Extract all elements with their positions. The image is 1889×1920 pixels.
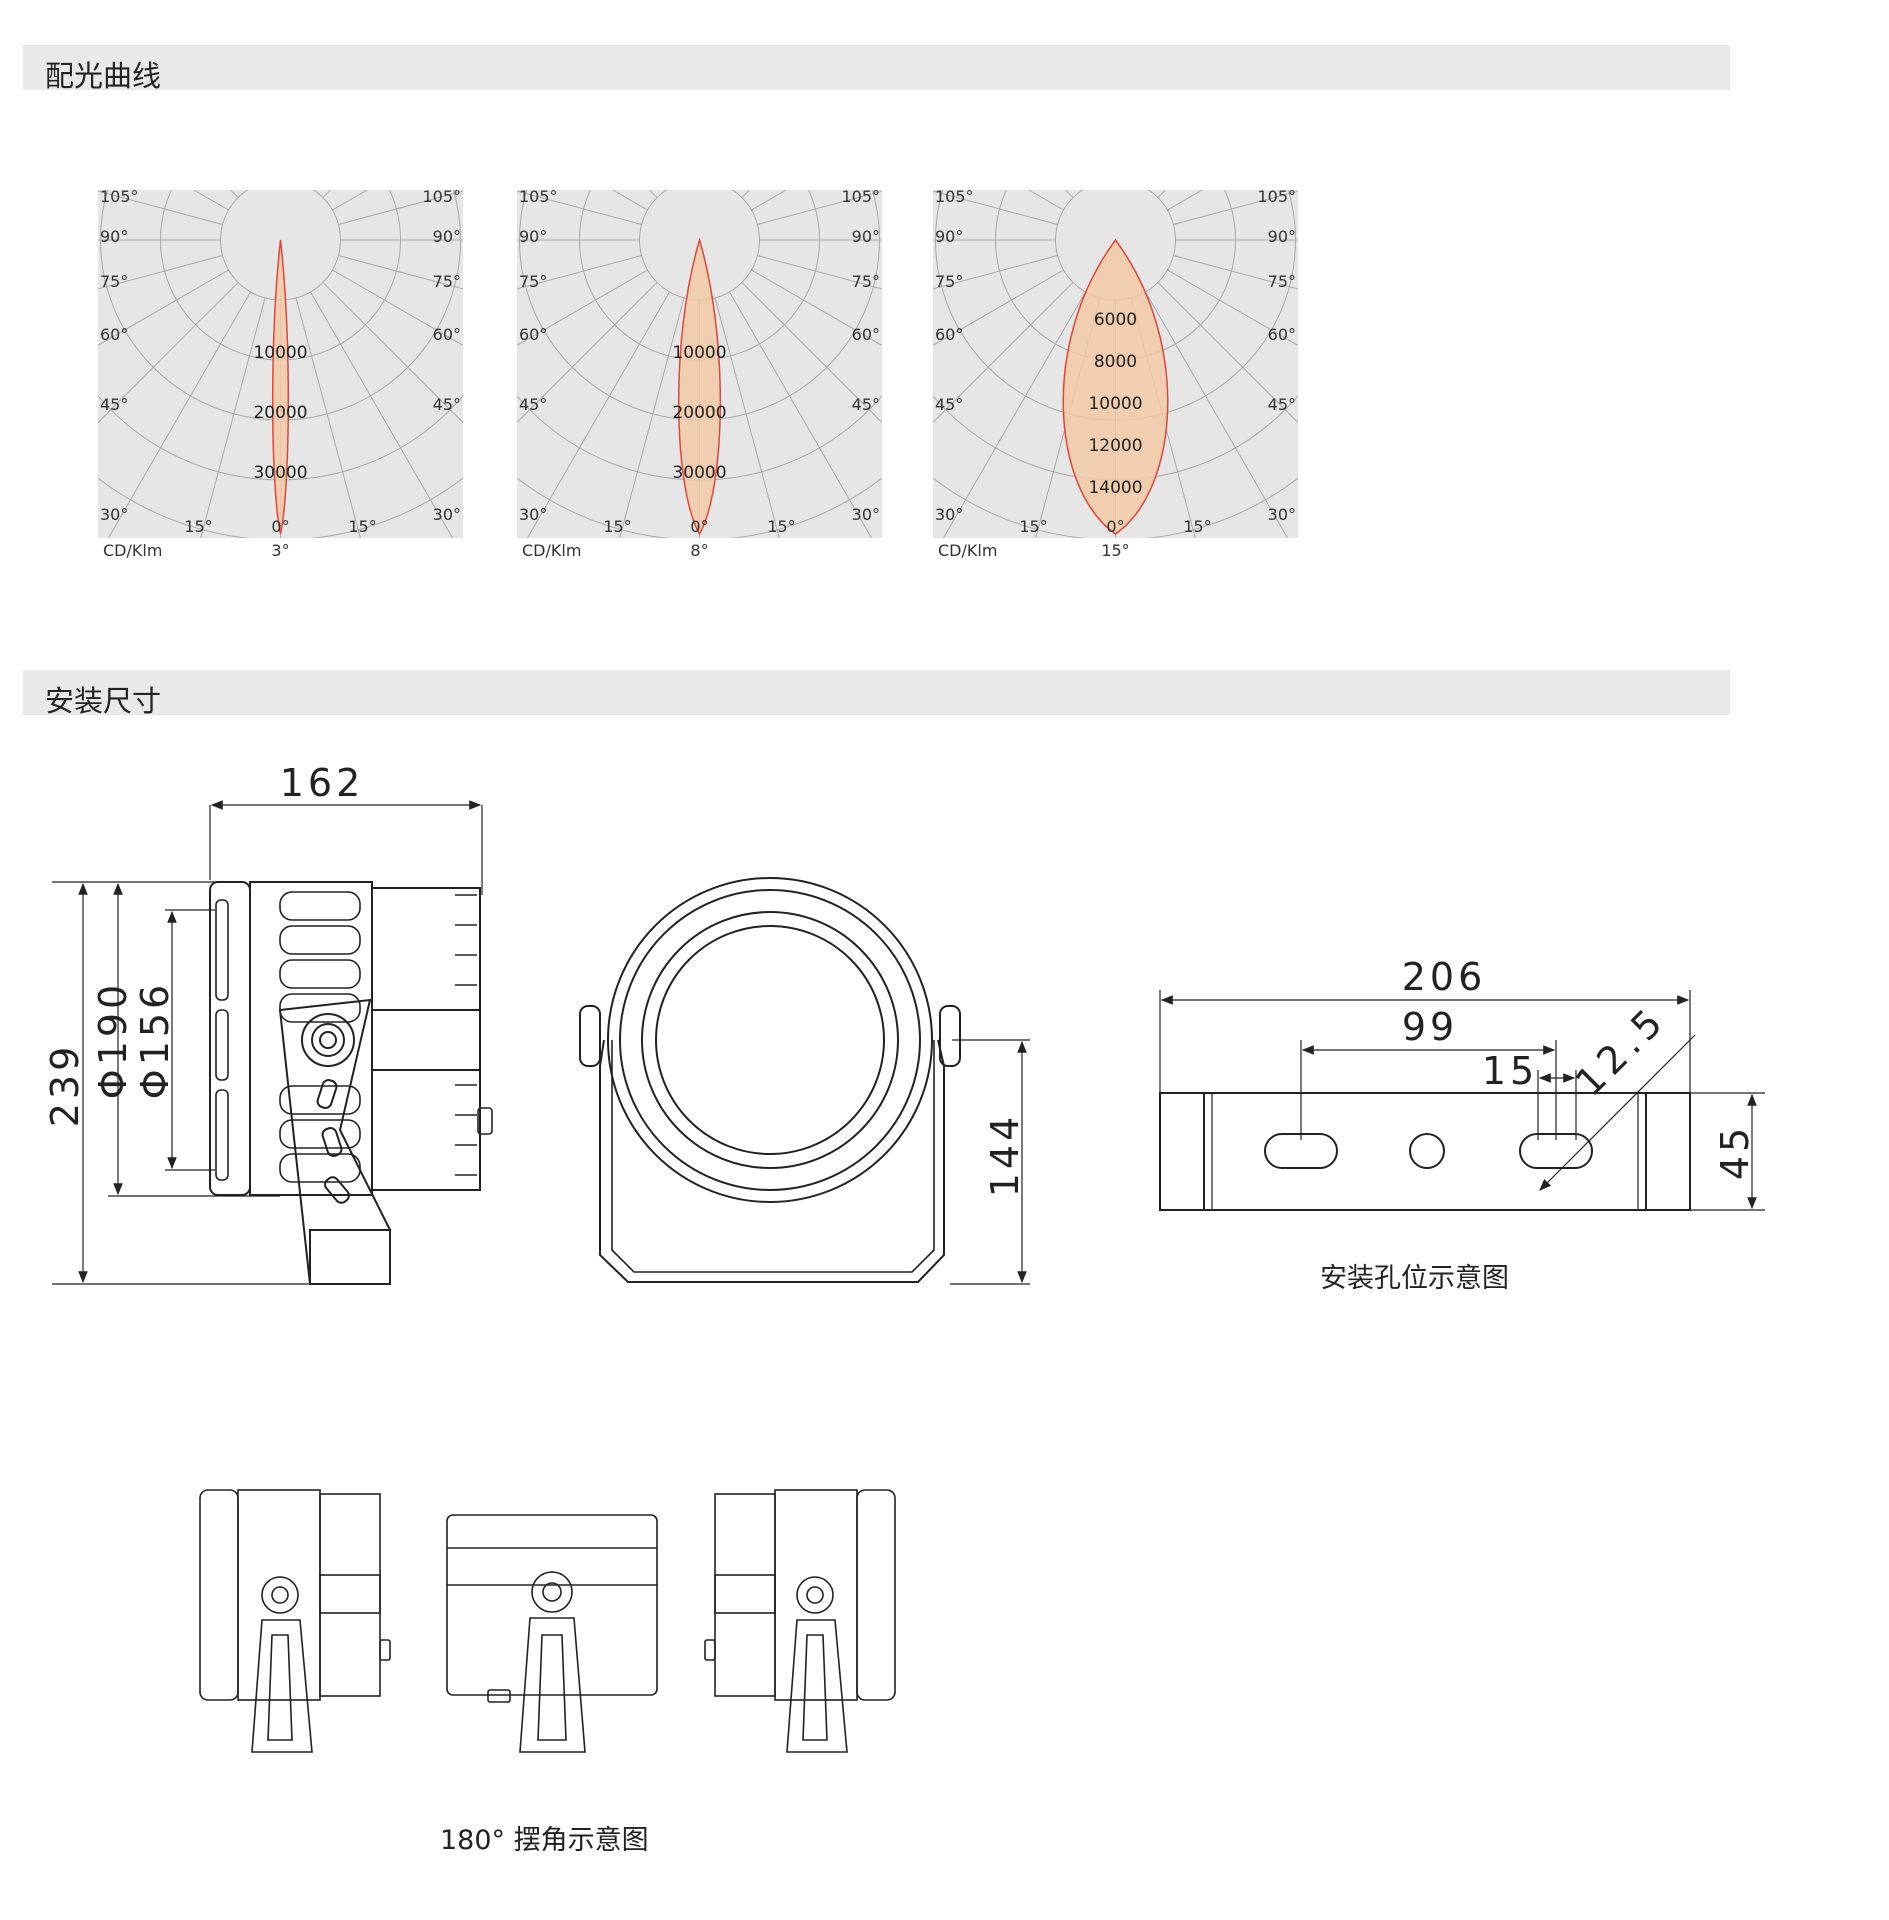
radial-label: 10000 <box>253 343 307 363</box>
angle-label: 45° <box>519 395 547 414</box>
swing-view-right <box>704 1489 896 1753</box>
angle-label: 30° <box>1268 505 1296 524</box>
dim-slot-width: 12.5 <box>1567 997 1675 1105</box>
radial-label: 10000 <box>672 343 726 363</box>
radial-label: 10000 <box>1088 394 1142 414</box>
angle-label: 75° <box>519 272 547 291</box>
polar-chart: 10000 20000 30000 105° 105° 90° 90° 75° 75° 60° 60… <box>517 187 882 560</box>
angle-label: 15° <box>184 517 212 536</box>
dim-bracket-height: 144 <box>983 1113 1027 1198</box>
angle-label: 90° <box>1268 227 1296 246</box>
angle-label: 15° <box>603 517 631 536</box>
angle-label: 45° <box>100 395 128 414</box>
angle-label: 0° <box>271 517 289 536</box>
polar-charts: 100002000030000105°105°90°90°75°75°60°60… <box>98 187 1298 560</box>
radial-label: 14000 <box>1088 478 1142 498</box>
mounting-holes-caption: 安装孔位示意图 <box>1320 1263 1509 1294</box>
radial-label: 20000 <box>672 403 726 423</box>
beam-angle-label: 3° <box>271 541 289 560</box>
angle-label: 90° <box>519 227 547 246</box>
angle-label: 60° <box>519 325 547 344</box>
angle-label: 90° <box>935 227 963 246</box>
angle-label: 60° <box>852 325 880 344</box>
side-view-drawing <box>52 800 493 1285</box>
mounting-plate-drawing <box>1159 990 1765 1211</box>
polar-grid <box>98 190 463 538</box>
unit-label: CD/Klm <box>938 541 997 560</box>
dim-slot-length: 15 <box>1482 1049 1538 1093</box>
angle-label: 90° <box>100 227 128 246</box>
angle-label: 60° <box>100 325 128 344</box>
dim-width: 162 <box>280 761 365 805</box>
angle-label: 45° <box>1268 395 1296 414</box>
angle-label: 75° <box>100 272 128 291</box>
angle-label: 90° <box>852 227 880 246</box>
polar-chart: 10000 20000 30000 105° 105° 90° 90° 75° 75° 60° 60… <box>98 187 463 560</box>
dim-hole-spacing: 99 <box>1402 1005 1458 1049</box>
angle-label: 15° <box>1019 517 1047 536</box>
angle-label: 60° <box>935 325 963 344</box>
beam-curve <box>677 237 722 536</box>
angle-label: 30° <box>935 505 963 524</box>
angle-label: 75° <box>1268 272 1296 291</box>
section-title: 配光曲线 <box>45 59 162 93</box>
angle-label: 105° <box>1257 187 1296 206</box>
beam-angle-label: 8° <box>690 541 708 560</box>
beam-curve <box>1062 238 1169 535</box>
angle-label: 45° <box>852 395 880 414</box>
radial-label: 12000 <box>1088 436 1142 456</box>
front-view-drawing <box>579 877 1030 1285</box>
angle-label: 30° <box>433 505 461 524</box>
angle-label: 105° <box>100 187 139 206</box>
angle-label: 75° <box>433 272 461 291</box>
angle-label: 105° <box>519 187 558 206</box>
radial-label: 20000 <box>253 403 307 423</box>
angle-label: 30° <box>519 505 547 524</box>
radial-label: 30000 <box>253 463 307 483</box>
swing-caption: 180° 摆角示意图 <box>440 1825 649 1856</box>
angle-label: 75° <box>935 272 963 291</box>
angle-label: 90° <box>433 227 461 246</box>
swing-view-center <box>446 1514 658 1753</box>
swing-view-left <box>199 1489 391 1753</box>
angle-label: 15° <box>348 517 376 536</box>
angle-label: 15° <box>767 517 795 536</box>
radial-label: 6000 <box>1094 310 1137 330</box>
polar-chart: 6000 8000 10000 12000 14000 105° 105° 90° 90° 75°… <box>933 187 1298 560</box>
angle-label: 105° <box>841 187 880 206</box>
dim-height: 239 <box>43 1043 87 1128</box>
dim-dia-outer: Φ190 <box>91 981 135 1099</box>
radial-label: 8000 <box>1094 352 1137 372</box>
angle-label: 75° <box>852 272 880 291</box>
unit-label: CD/Klm <box>103 541 162 560</box>
angle-label: 15° <box>1183 517 1211 536</box>
beam-angle-label: 15° <box>1101 541 1129 560</box>
angle-label: 60° <box>433 325 461 344</box>
angle-label: 60° <box>1268 325 1296 344</box>
section-header-light-curve: 配光曲线 <box>23 45 1730 93</box>
dim-plate-length: 206 <box>1402 955 1487 999</box>
section-title: 安装尺寸 <box>45 684 162 718</box>
angle-label: 45° <box>433 395 461 414</box>
angle-label: 30° <box>852 505 880 524</box>
dim-plate-height: 45 <box>1713 1124 1757 1180</box>
angle-label: 105° <box>422 187 461 206</box>
radial-label: 30000 <box>672 463 726 483</box>
angle-label: 0° <box>1106 517 1124 536</box>
section-header-dimensions: 安装尺寸 <box>23 670 1730 718</box>
angle-label: 45° <box>935 395 963 414</box>
angle-label: 30° <box>100 505 128 524</box>
dim-dia-inner: Φ156 <box>133 981 177 1099</box>
beam-curve <box>271 239 290 535</box>
unit-label: CD/Klm <box>522 541 581 560</box>
angle-label: 0° <box>690 517 708 536</box>
angle-label: 105° <box>935 187 974 206</box>
